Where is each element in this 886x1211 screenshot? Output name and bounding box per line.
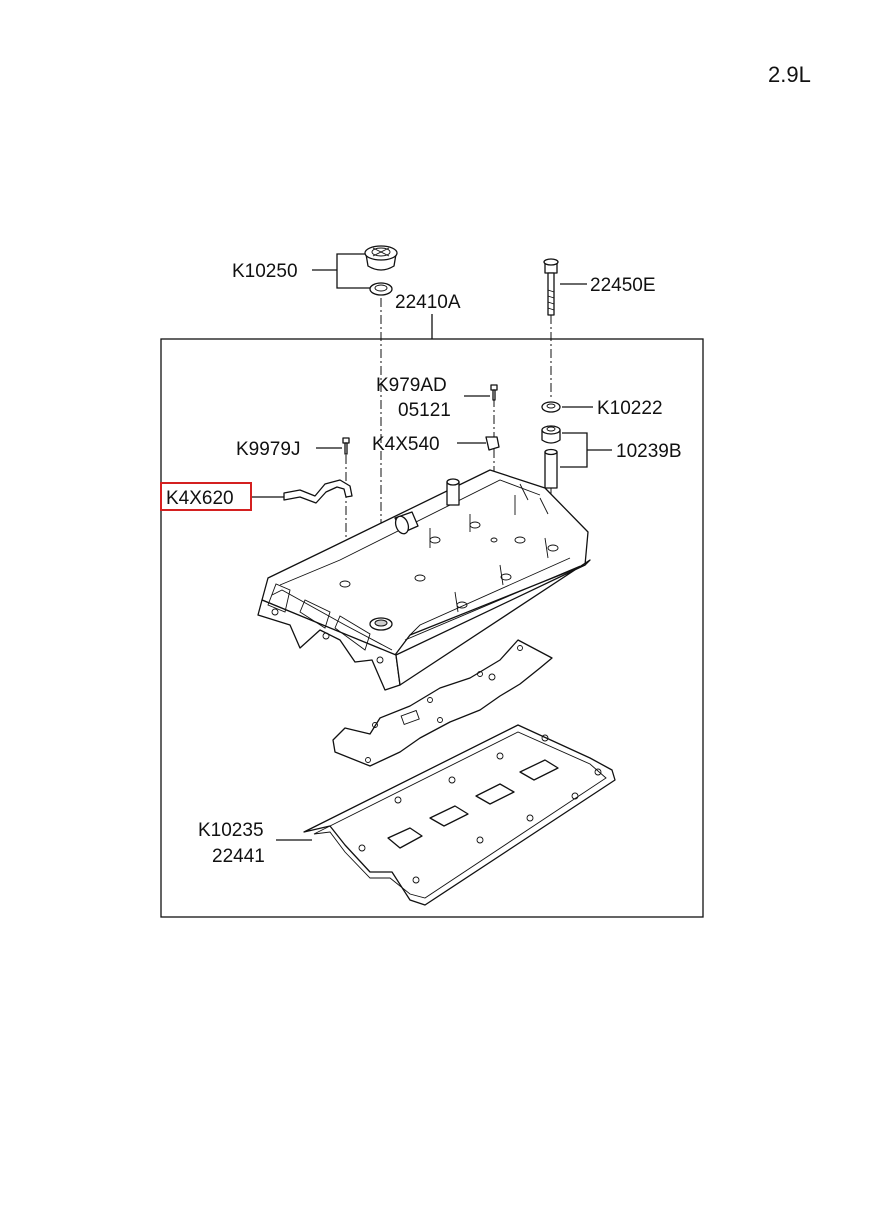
filler-cap-seal	[369, 282, 393, 296]
label-22450e[interactable]: 22450E	[590, 275, 656, 296]
rocker-cover	[257, 469, 591, 691]
label-k10222[interactable]: K10222	[597, 398, 663, 419]
cover-bolt	[543, 258, 559, 316]
label-22410a[interactable]: 22410A	[395, 292, 461, 313]
label-10239b[interactable]: 10239B	[616, 441, 682, 462]
clip	[342, 437, 350, 455]
label-k9979j[interactable]: K9979J	[236, 439, 300, 460]
baffle-plate	[332, 639, 553, 767]
highlight-box	[160, 482, 252, 511]
oil-filler-cap	[364, 245, 398, 271]
small-bolt	[490, 384, 498, 401]
washer	[541, 401, 561, 413]
label-k10235[interactable]: K10235	[198, 820, 264, 841]
label-05121[interactable]: 05121	[398, 400, 451, 421]
label-k10250[interactable]: K10250	[232, 261, 298, 282]
fitting	[485, 436, 500, 451]
cover-gasket	[303, 724, 616, 906]
label-k4x540[interactable]: K4X540	[372, 434, 440, 455]
label-22441[interactable]: 22441	[212, 846, 265, 867]
breather-hose	[283, 479, 353, 504]
engine-label: 2.9L	[768, 62, 811, 87]
label-k4x620[interactable]: K4X620	[166, 488, 234, 509]
label-k979ad[interactable]: K979AD	[376, 375, 447, 396]
grommet-and-sleeve	[541, 425, 561, 489]
leader-lines	[252, 253, 612, 841]
